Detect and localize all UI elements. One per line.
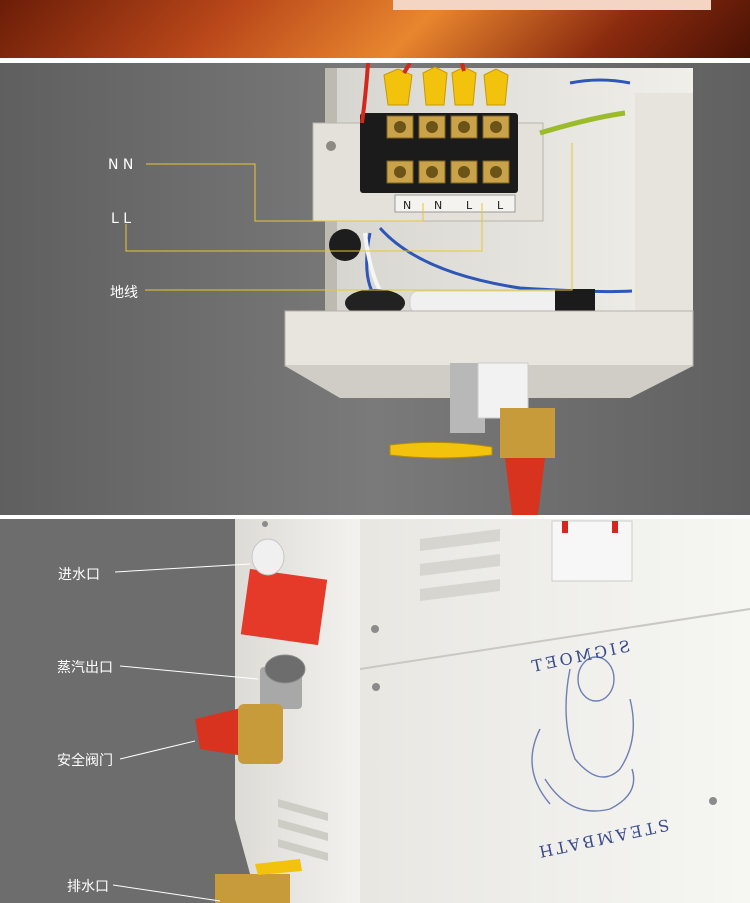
neutral-callout-label: N N: [108, 157, 134, 173]
drain-callout-label: 排水口: [67, 879, 109, 895]
ground-callout-label: 地线: [110, 285, 138, 301]
wiring-illustration: N N L L: [0, 63, 750, 515]
steam-outlet-callout-label: 蒸汽出口: [57, 660, 113, 676]
steamer-photo: 进水口 蒸汽出口 安全阀门 排水口 SIGMOET STEAMBATH: [0, 519, 750, 903]
steamer-illustration: [0, 519, 750, 903]
wiring-photo: N N L L: [0, 63, 750, 515]
terminal-label-4: L: [497, 199, 504, 212]
top-banner-strip: [0, 0, 750, 58]
steam-outlet-callout-line: [119, 665, 259, 680]
terminal-label-1: N: [403, 199, 411, 212]
safety-valve-callout-label: 安全阀门: [57, 753, 113, 769]
terminal-label-3: L: [466, 199, 473, 212]
water-inlet-callout-label: 进水口: [58, 567, 100, 583]
live-callout-label: L L: [111, 211, 132, 227]
safety-valve-callout-line: [119, 740, 196, 760]
water-inlet-callout-line: [114, 563, 251, 573]
live-callout-line: [125, 203, 483, 252]
neutral-callout-line: [146, 163, 424, 222]
terminal-label-2: N: [434, 199, 442, 212]
ground-callout-line: [145, 143, 573, 291]
drain-callout-line: [112, 884, 221, 902]
banner-highlight: [393, 0, 711, 10]
